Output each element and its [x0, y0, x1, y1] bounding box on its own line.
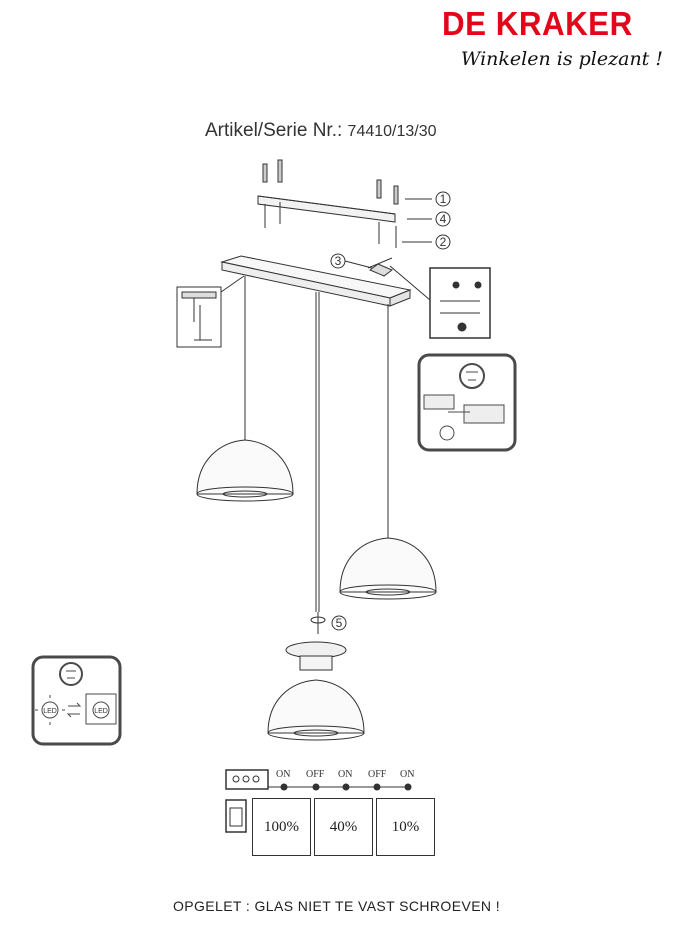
article-label: Artikel/Serie Nr.:	[205, 120, 343, 141]
callout-4: 4	[440, 212, 447, 226]
cable-detail-box	[176, 275, 245, 348]
led-replacement-panel	[31, 655, 122, 746]
lamp-shade-bottom	[267, 641, 365, 741]
wiring-detail-box	[389, 265, 491, 339]
dimmer-sequence	[225, 769, 412, 833]
dimming-level-10: 10%	[376, 798, 435, 856]
lamp-shade-left	[196, 439, 294, 502]
dimming-level-40: 40%	[314, 798, 373, 856]
callout-3: 3	[335, 254, 342, 268]
switch-state-4: OFF	[368, 769, 387, 780]
article-number-line: Artikel/Serie Nr.: 74410/13/30	[205, 120, 437, 142]
brand-block: DE KRAKER Winkelen is plezant !	[432, 4, 663, 70]
led-label-right: LED	[94, 708, 108, 715]
led-bulb-icon	[35, 695, 65, 725]
callout-2: 2	[440, 235, 447, 249]
brand-logo: DE KRAKER	[442, 5, 633, 42]
ceiling-canopy	[220, 255, 412, 307]
technician-icon	[459, 363, 485, 389]
switch-state-3: ON	[338, 769, 353, 780]
led-bulb-icon	[85, 693, 117, 725]
switch-state-2: OFF	[306, 769, 325, 780]
wall-switch-icon	[229, 807, 243, 827]
lamp-brightness-icon	[232, 775, 260, 783]
switch-state-5: ON	[400, 769, 415, 780]
screw-rotation-icon	[310, 612, 326, 634]
mounting-bar	[257, 159, 432, 248]
technician-icon	[59, 662, 83, 686]
callout-5: 5	[336, 616, 343, 630]
callout-1: 1	[440, 192, 447, 206]
brand-slogan: Winkelen is plezant !	[460, 48, 663, 70]
screw-icon	[262, 159, 399, 248]
lamp-shade-right	[339, 537, 437, 600]
dimming-level-100: 100%	[252, 798, 311, 856]
warning-text: OPGELET : GLAS NIET TE VAST SCHROEVEN !	[172, 898, 501, 914]
installer-panel	[417, 353, 517, 452]
article-number: 74410/13/30	[347, 123, 437, 140]
swap-arrows-icon	[66, 702, 82, 718]
led-label-left: LED	[43, 708, 57, 715]
switch-state-1: ON	[276, 769, 291, 780]
